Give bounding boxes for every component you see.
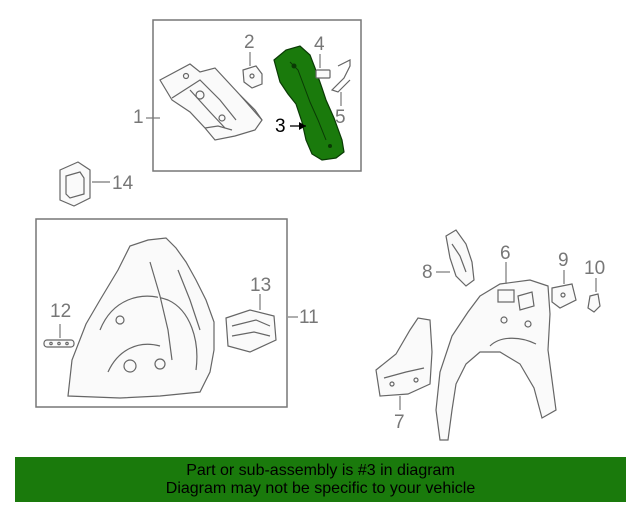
- part-9-plate[interactable]: [551, 283, 577, 309]
- callout-7: 7: [394, 412, 405, 433]
- lower-group-box: [35, 218, 288, 408]
- part-6-wheelhouse-outer[interactable]: [435, 279, 557, 441]
- banner-line-1: Part or sub-assembly is #3 in diagram: [186, 462, 455, 479]
- part-13-bracket[interactable]: [225, 309, 277, 353]
- callout-5: 5: [335, 107, 346, 128]
- banner-line-2: Diagram may not be specific to your vehi…: [165, 480, 476, 497]
- callout-2: 2: [244, 32, 255, 53]
- part-7-bracket[interactable]: [375, 317, 433, 397]
- part-2-bracket[interactable]: [242, 65, 263, 89]
- callout-4: 4: [314, 34, 325, 55]
- callout-11: 11: [299, 307, 319, 328]
- part-11-wheelhouse[interactable]: [67, 237, 215, 399]
- callout-13: 13: [250, 275, 272, 296]
- part-4-clip[interactable]: [315, 69, 331, 79]
- part-8-bracket[interactable]: [445, 229, 475, 287]
- callout-3-arrow: [299, 122, 306, 130]
- parts-diagram: [35, 19, 601, 441]
- callout-1: 1: [133, 107, 144, 128]
- callout-3: 3: [275, 116, 286, 137]
- callout-6: 6: [500, 243, 511, 264]
- upper-group-box: [152, 19, 362, 172]
- callout-14: 14: [112, 173, 134, 194]
- part-14-bumper[interactable]: [59, 161, 91, 207]
- notice-banner: Part or sub-assembly is #3 in diagram Di…: [15, 457, 626, 502]
- callout-9: 9: [558, 250, 569, 271]
- part-3-reinforcement[interactable]: [273, 45, 345, 161]
- part-10-clip[interactable]: [587, 293, 601, 313]
- callout-8: 8: [422, 262, 433, 283]
- part-5-rod[interactable]: [330, 59, 351, 93]
- part-1-bracket[interactable]: [159, 63, 263, 141]
- callout-12: 12: [50, 301, 72, 322]
- part-12-pad[interactable]: [43, 339, 75, 348]
- callout-10: 10: [584, 258, 606, 279]
